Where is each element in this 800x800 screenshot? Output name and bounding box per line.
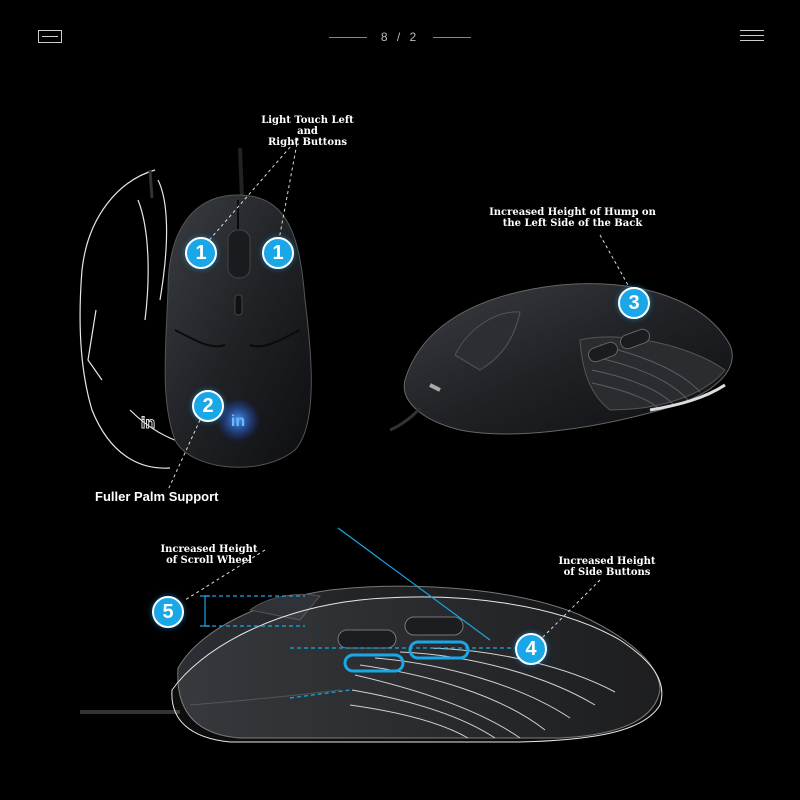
hump-height-label: Increased Height of Hump on the Left Sid… [489, 207, 656, 229]
leader-lines-top [167, 137, 299, 491]
bottom-mouse-body [171, 585, 663, 743]
menu-icon[interactable] [740, 30, 764, 41]
scroll-height-guides [200, 527, 540, 699]
badge-hump: 3 [618, 287, 650, 319]
top-mouse-cable [238, 147, 244, 199]
palm-support-label: Fuller Palm Support [95, 489, 219, 504]
badge-scroll-wheel: 5 [152, 596, 184, 628]
light-touch-label: Light Touch Left and Right Buttons [261, 115, 354, 148]
logo-outline-text: in [141, 415, 155, 432]
side-mouse-body [389, 283, 733, 435]
scroll-height-label: Increased Height of Scroll Wheel [160, 544, 258, 566]
badge-right-button: 1 [262, 237, 294, 269]
page-indicator: 8 / 2 [0, 30, 800, 44]
window-icon[interactable] [38, 30, 62, 43]
badge-palm-support: 2 [192, 390, 224, 422]
logo-glow-text: in [231, 413, 245, 430]
badge-left-button: 1 [185, 237, 217, 269]
leader-line-hump [599, 234, 629, 286]
page-number: 8 / 2 [380, 30, 420, 44]
leader-lines-bottom [184, 549, 601, 641]
side-buttons-label: Increased Height of Side Buttons [558, 556, 656, 578]
badge-side-buttons: 4 [515, 633, 547, 665]
